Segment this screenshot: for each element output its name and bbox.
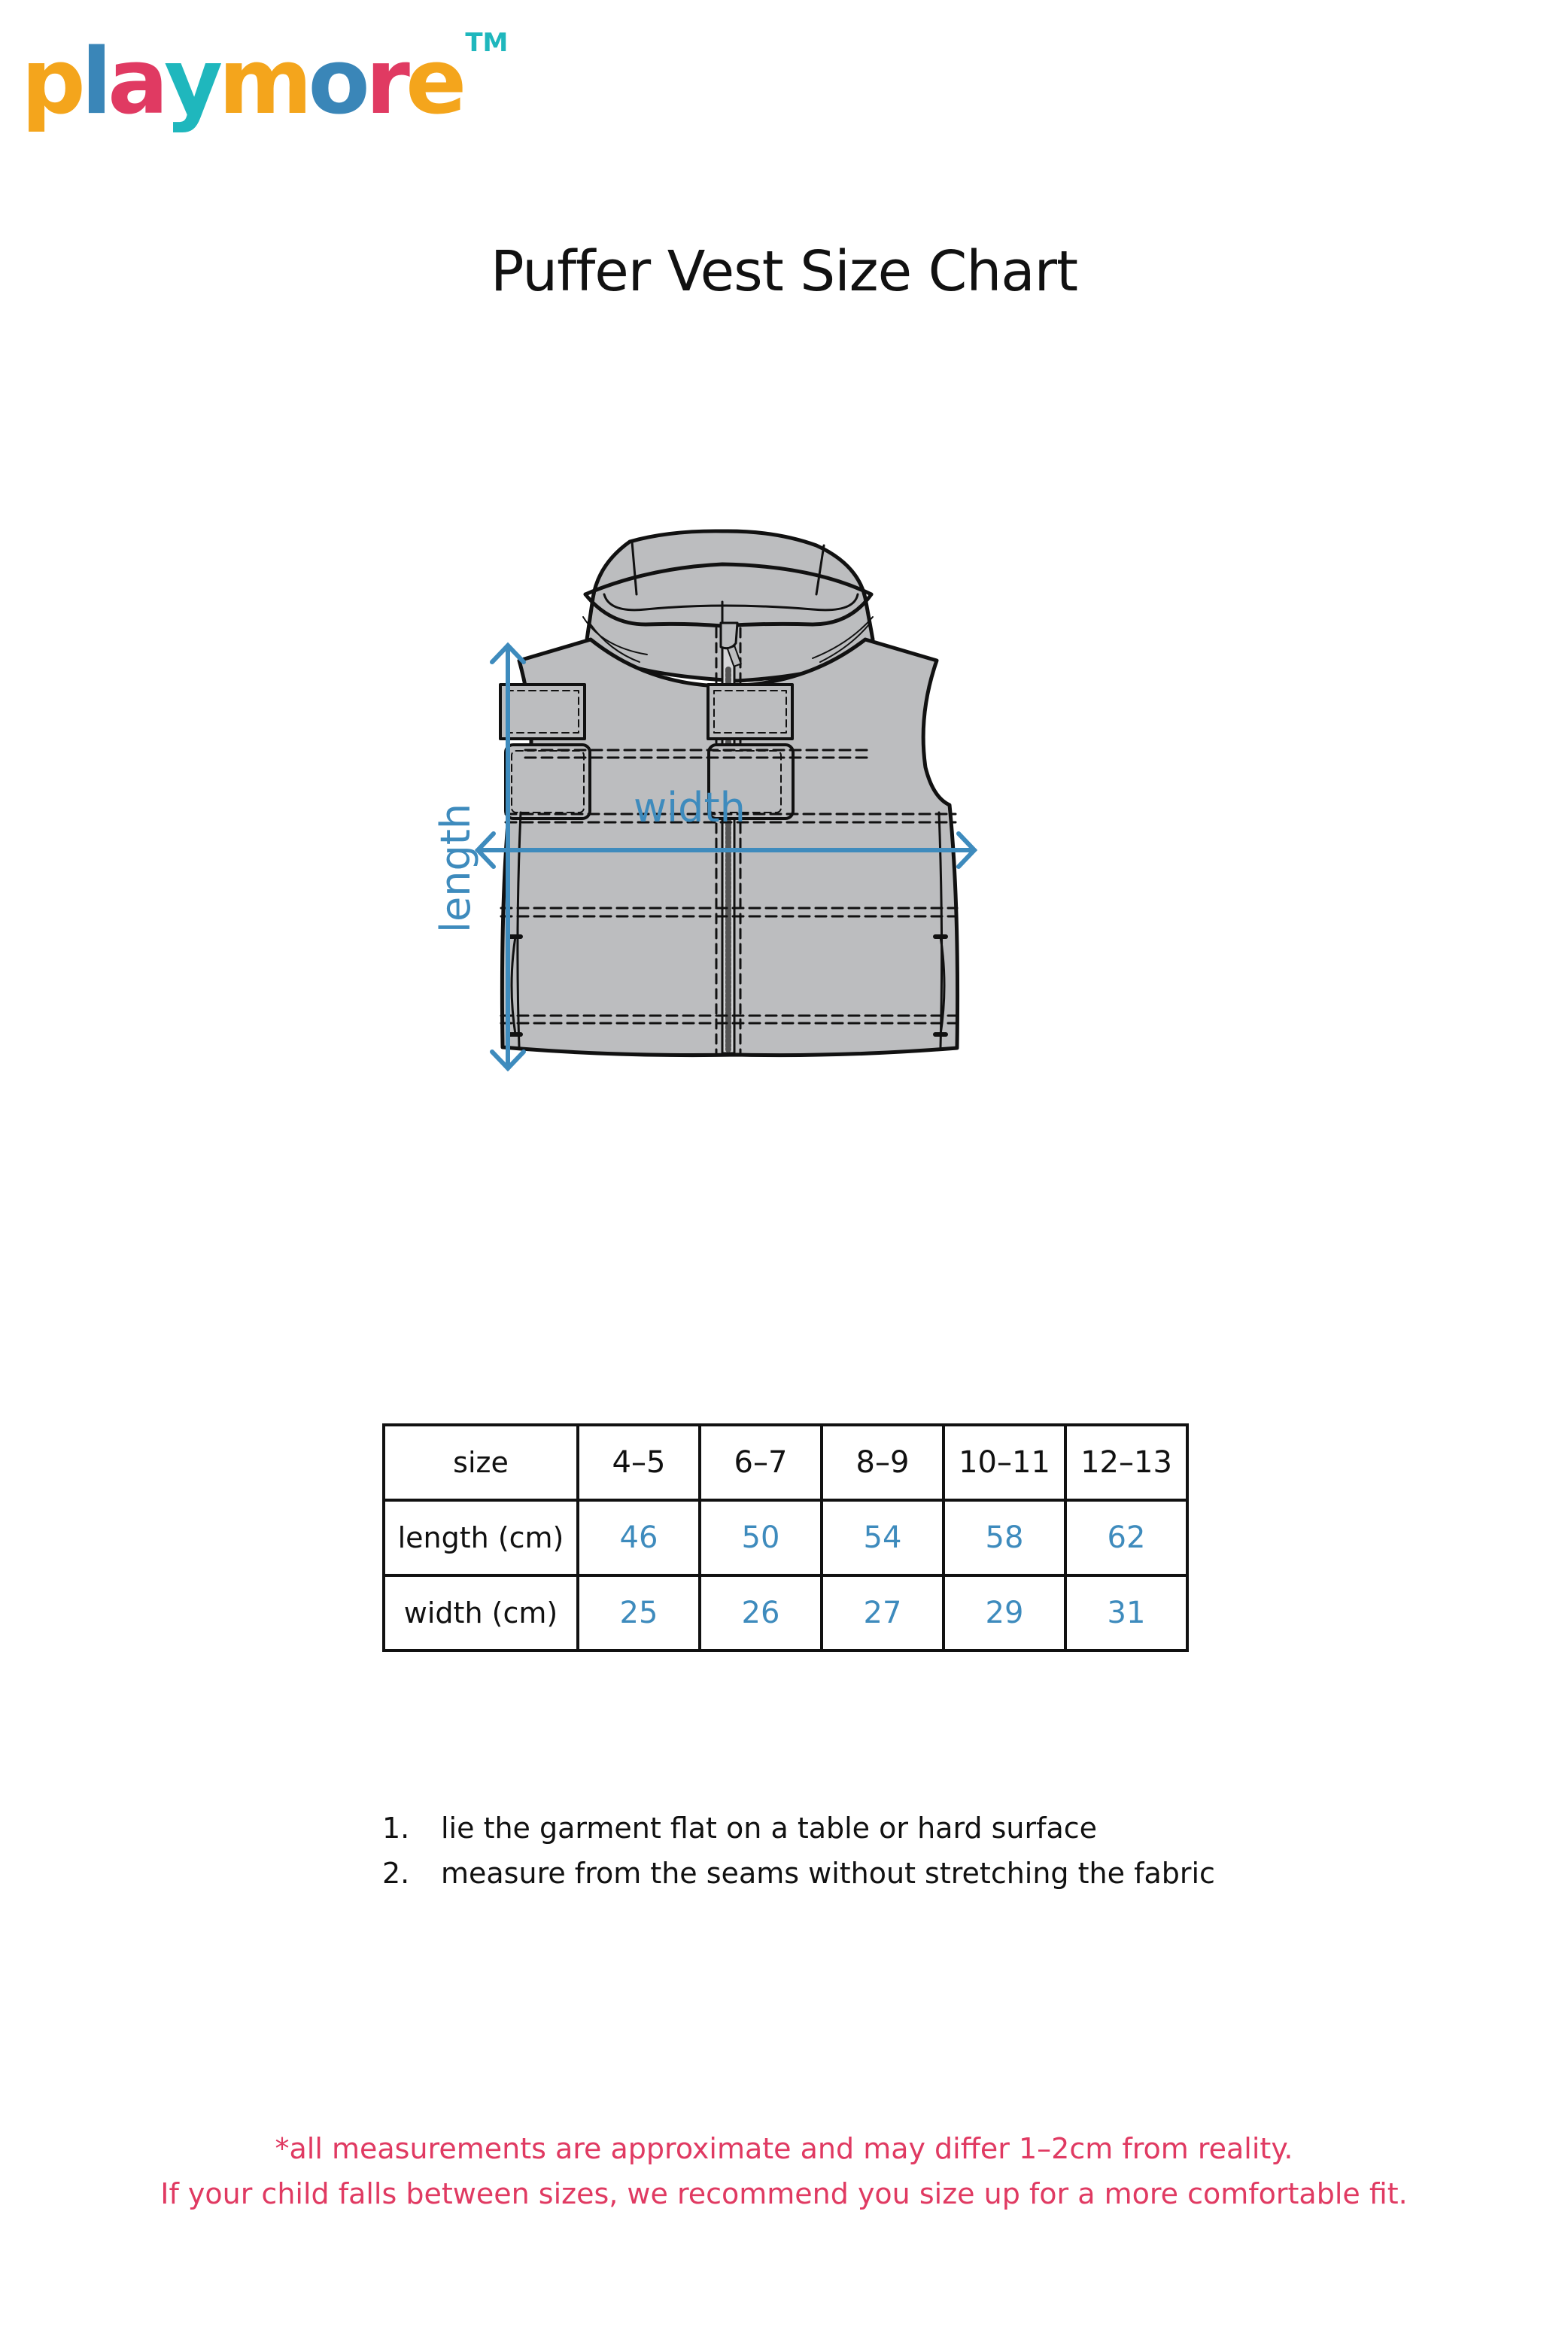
table-cell: 58: [942, 1499, 1067, 1577]
instruction-text: lie the garment flat on a table or hard …: [441, 1812, 1098, 1845]
size-table: size 4–5 6–7 8–9 10–11 12–13 length (cm)…: [382, 1423, 1189, 1652]
instruction-item: 1. lie the garment flat on a table or ha…: [382, 1806, 1215, 1851]
table-cell: 50: [698, 1499, 823, 1577]
instruction-item: 2. measure from the seams without stretc…: [382, 1851, 1215, 1896]
table-cell: 54: [820, 1499, 945, 1577]
width-label: width: [634, 784, 746, 831]
measuring-instructions: 1. lie the garment flat on a table or ha…: [382, 1806, 1215, 1896]
logo-letter: a: [108, 30, 169, 135]
size-column-header: 4–5: [576, 1423, 701, 1502]
page-title: Puffer Vest Size Chart: [490, 239, 1078, 304]
vest-diagram: length width: [421, 512, 1038, 1189]
size-column-header: 12–13: [1064, 1423, 1189, 1502]
vest-illustration: [474, 529, 978, 1072]
table-cell: 26: [698, 1574, 823, 1652]
logo-letter: o: [308, 30, 369, 135]
table-row: length (cm) 46 50 54 58 62: [382, 1499, 1189, 1577]
table-cell: 62: [1064, 1499, 1189, 1577]
instruction-number: 1.: [382, 1812, 410, 1845]
length-arrow: [490, 642, 526, 1072]
table-header-cell: size: [382, 1423, 579, 1502]
row-label: length (cm): [382, 1499, 579, 1577]
table-cell: 27: [820, 1574, 945, 1652]
zipper-pull: [719, 621, 739, 650]
disclaimer-line-1: *all measurements are approximate and ma…: [275, 2132, 1293, 2165]
disclaimer-line-2: If your child falls between sizes, we re…: [160, 2177, 1408, 2210]
logo-letter: y: [164, 30, 223, 135]
size-column-header: 10–11: [942, 1423, 1067, 1502]
table-cell: 29: [942, 1574, 1067, 1652]
logo-letter: m: [218, 30, 312, 135]
table-cell: 31: [1064, 1574, 1189, 1652]
table-cell: 46: [576, 1499, 701, 1577]
instruction-text: measure from the seams without stretchin…: [441, 1857, 1215, 1890]
brand-logo: p l a y m o r e TM: [21, 15, 509, 135]
length-label: length: [432, 803, 479, 933]
logo-letter: r: [365, 30, 410, 135]
size-column-header: 8–9: [820, 1423, 945, 1502]
trademark-mark: TM: [465, 28, 509, 58]
size-column-header: 6–7: [698, 1423, 823, 1502]
left-pocket: [504, 743, 591, 820]
instruction-number: 2.: [382, 1857, 410, 1890]
disclaimer: *all measurements are approximate and ma…: [0, 2126, 1568, 2216]
logo-letter: l: [81, 30, 112, 135]
table-row: width (cm) 25 26 27 29 31: [382, 1574, 1189, 1652]
logo-letter: e: [405, 30, 466, 135]
width-arrow: [474, 831, 978, 869]
table-header-row: size 4–5 6–7 8–9 10–11 12–13: [382, 1423, 1189, 1502]
row-label: width (cm): [382, 1574, 579, 1652]
logo-letter: p: [21, 30, 86, 135]
table-cell: 25: [576, 1574, 701, 1652]
